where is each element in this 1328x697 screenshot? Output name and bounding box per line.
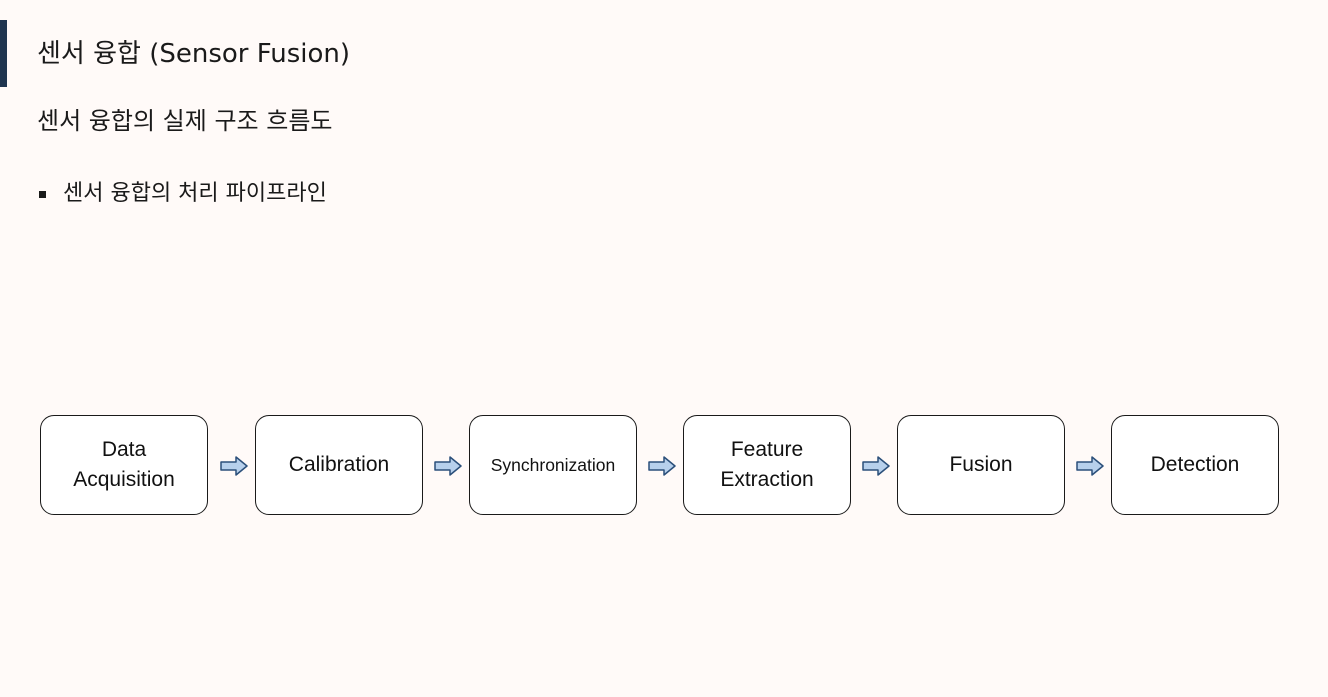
- title-accent-bar: [0, 20, 7, 87]
- bullet-item: 센서 융합의 처리 파이프라인: [39, 178, 327, 210]
- slide-subtitle: 센서 융합의 실제 구조 흐름도: [37, 107, 333, 135]
- stage-feature-extraction: Feature Extraction: [683, 415, 851, 515]
- right-arrow-icon: [1076, 456, 1104, 476]
- stage-label: Synchronization: [490, 455, 616, 475]
- stage-label: Calibration: [288, 453, 390, 476]
- square-bullet-icon: [39, 190, 46, 198]
- slide-title: 센서 융합 (Sensor Fusion): [37, 39, 351, 69]
- sensor-fusion-pipeline: Data Acquisition Calibration Synchroniza…: [40, 415, 1283, 517]
- right-arrow-icon: [220, 456, 248, 476]
- stage-fusion: Fusion: [897, 415, 1065, 515]
- stage-calibration: Calibration: [255, 415, 423, 515]
- stage-label: Detection: [1150, 453, 1240, 476]
- stage-label: Fusion: [949, 453, 1013, 476]
- stage-label: Data Acquisition: [73, 438, 175, 491]
- stage-data-acquisition: Data Acquisition: [40, 415, 208, 515]
- stage-detection: Detection: [1111, 415, 1279, 515]
- stage-label: Feature Extraction: [720, 438, 814, 491]
- right-arrow-icon: [648, 456, 676, 476]
- bullet-text: 센서 융합의 처리 파이프라인: [63, 181, 327, 206]
- stage-synchronization: Synchronization: [469, 415, 637, 515]
- right-arrow-icon: [862, 456, 890, 476]
- right-arrow-icon: [434, 456, 462, 476]
